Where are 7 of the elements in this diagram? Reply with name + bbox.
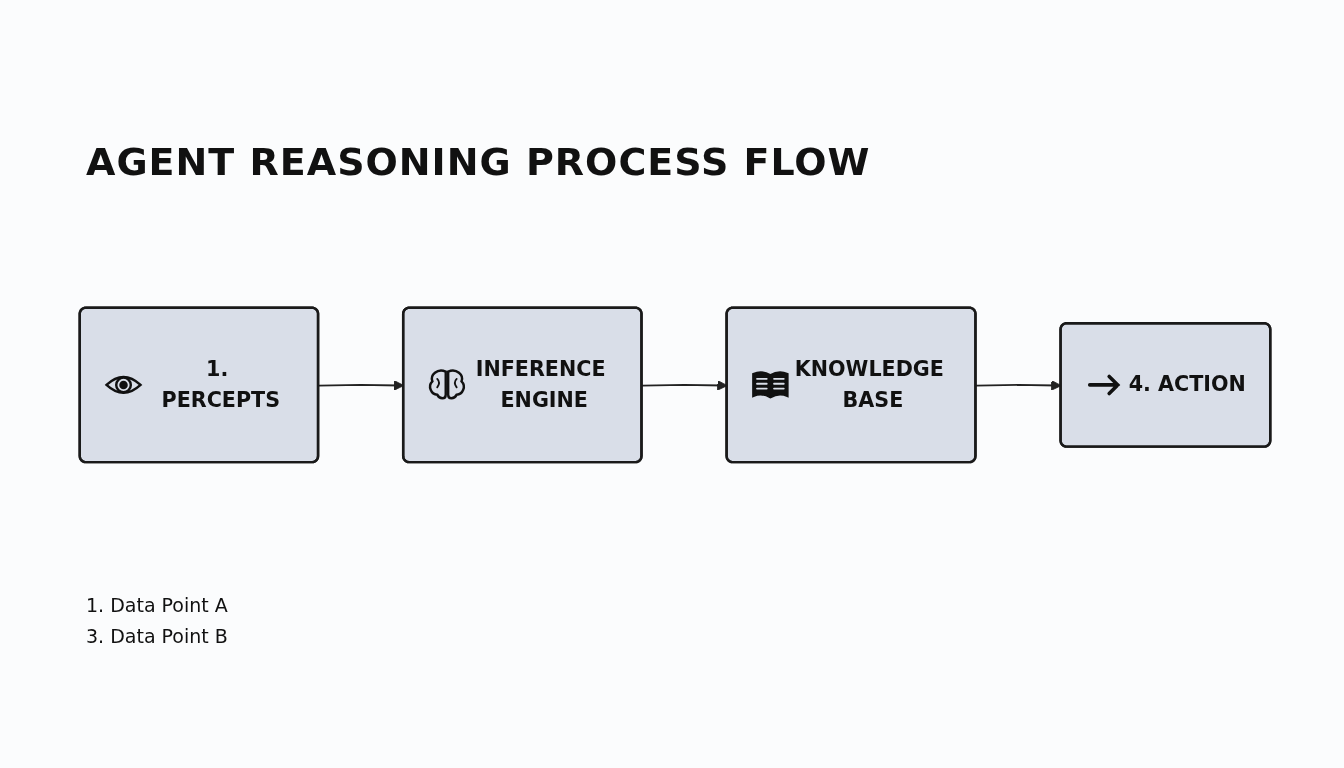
node-label: 4. ACTION [1128, 371, 1246, 397]
diagram-title: AGENT REASONING PROCESS FLOW [86, 140, 871, 184]
node-label: KNOWLEDGE BASE [794, 355, 945, 414]
note-text: 3. Data Point B [86, 624, 228, 649]
node-label: 1. PERCEPTS [161, 356, 281, 412]
note-text: 1. Data Point A [86, 593, 228, 618]
node-label: INFERENCE ENGINE [474, 355, 607, 414]
